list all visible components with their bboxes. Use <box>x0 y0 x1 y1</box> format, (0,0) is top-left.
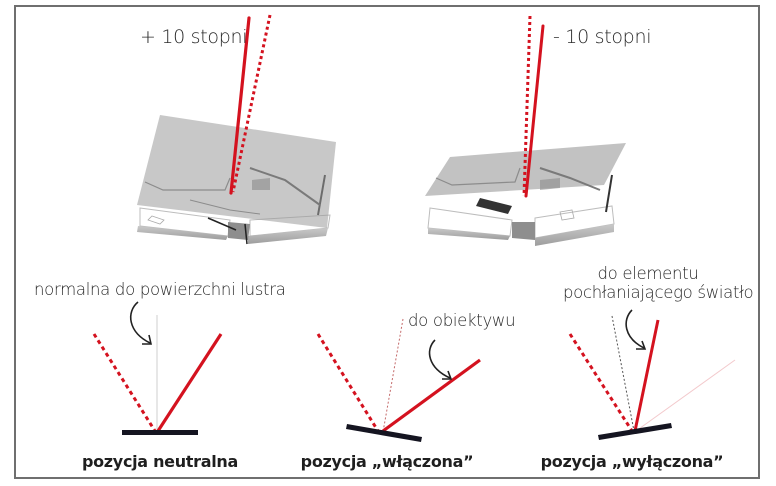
mirror <box>598 423 672 440</box>
arrow-icon <box>625 309 645 349</box>
arrow-icon <box>129 301 151 344</box>
minus-10-degrees-label: - 10 stopni <box>553 26 652 48</box>
caption-neutral: pozycja neutralna <box>81 452 239 471</box>
normal-annotation: normalna do powierzchni lustra <box>34 280 286 299</box>
caption-off: pozycja „wyłączona” <box>540 452 724 471</box>
micromirror-plus10 <box>137 14 336 245</box>
figure-frame <box>14 5 760 479</box>
incident-beam <box>316 333 380 432</box>
faint-lens-direction <box>635 359 736 432</box>
neutral-position-diagram <box>92 301 223 435</box>
to-absorber-line2: pochłaniającego światło <box>563 283 754 302</box>
micromirror-minus10 <box>425 15 626 246</box>
reflected-beam <box>382 358 481 433</box>
off-position-diagram <box>568 309 736 440</box>
on-position-diagram <box>316 318 481 442</box>
incident-beam <box>568 333 634 432</box>
arrow-icon <box>428 339 451 379</box>
surface-normal-line <box>382 318 404 433</box>
reflected-beam <box>156 333 223 432</box>
surface-normal-line <box>611 315 635 432</box>
plus-10-degrees-label: + 10 stopni <box>140 26 248 48</box>
reflected-beam <box>633 319 660 432</box>
to-absorber-annotation: do elementu pochłaniającego światło <box>563 264 754 302</box>
caption-on: pozycja „włączona” <box>300 452 474 471</box>
incident-beam <box>92 333 157 432</box>
mirror <box>122 430 198 435</box>
to-absorber-line1: do elementu <box>597 264 699 283</box>
mirror <box>346 424 422 442</box>
to-lens-annotation: do obiektywu <box>408 311 516 330</box>
